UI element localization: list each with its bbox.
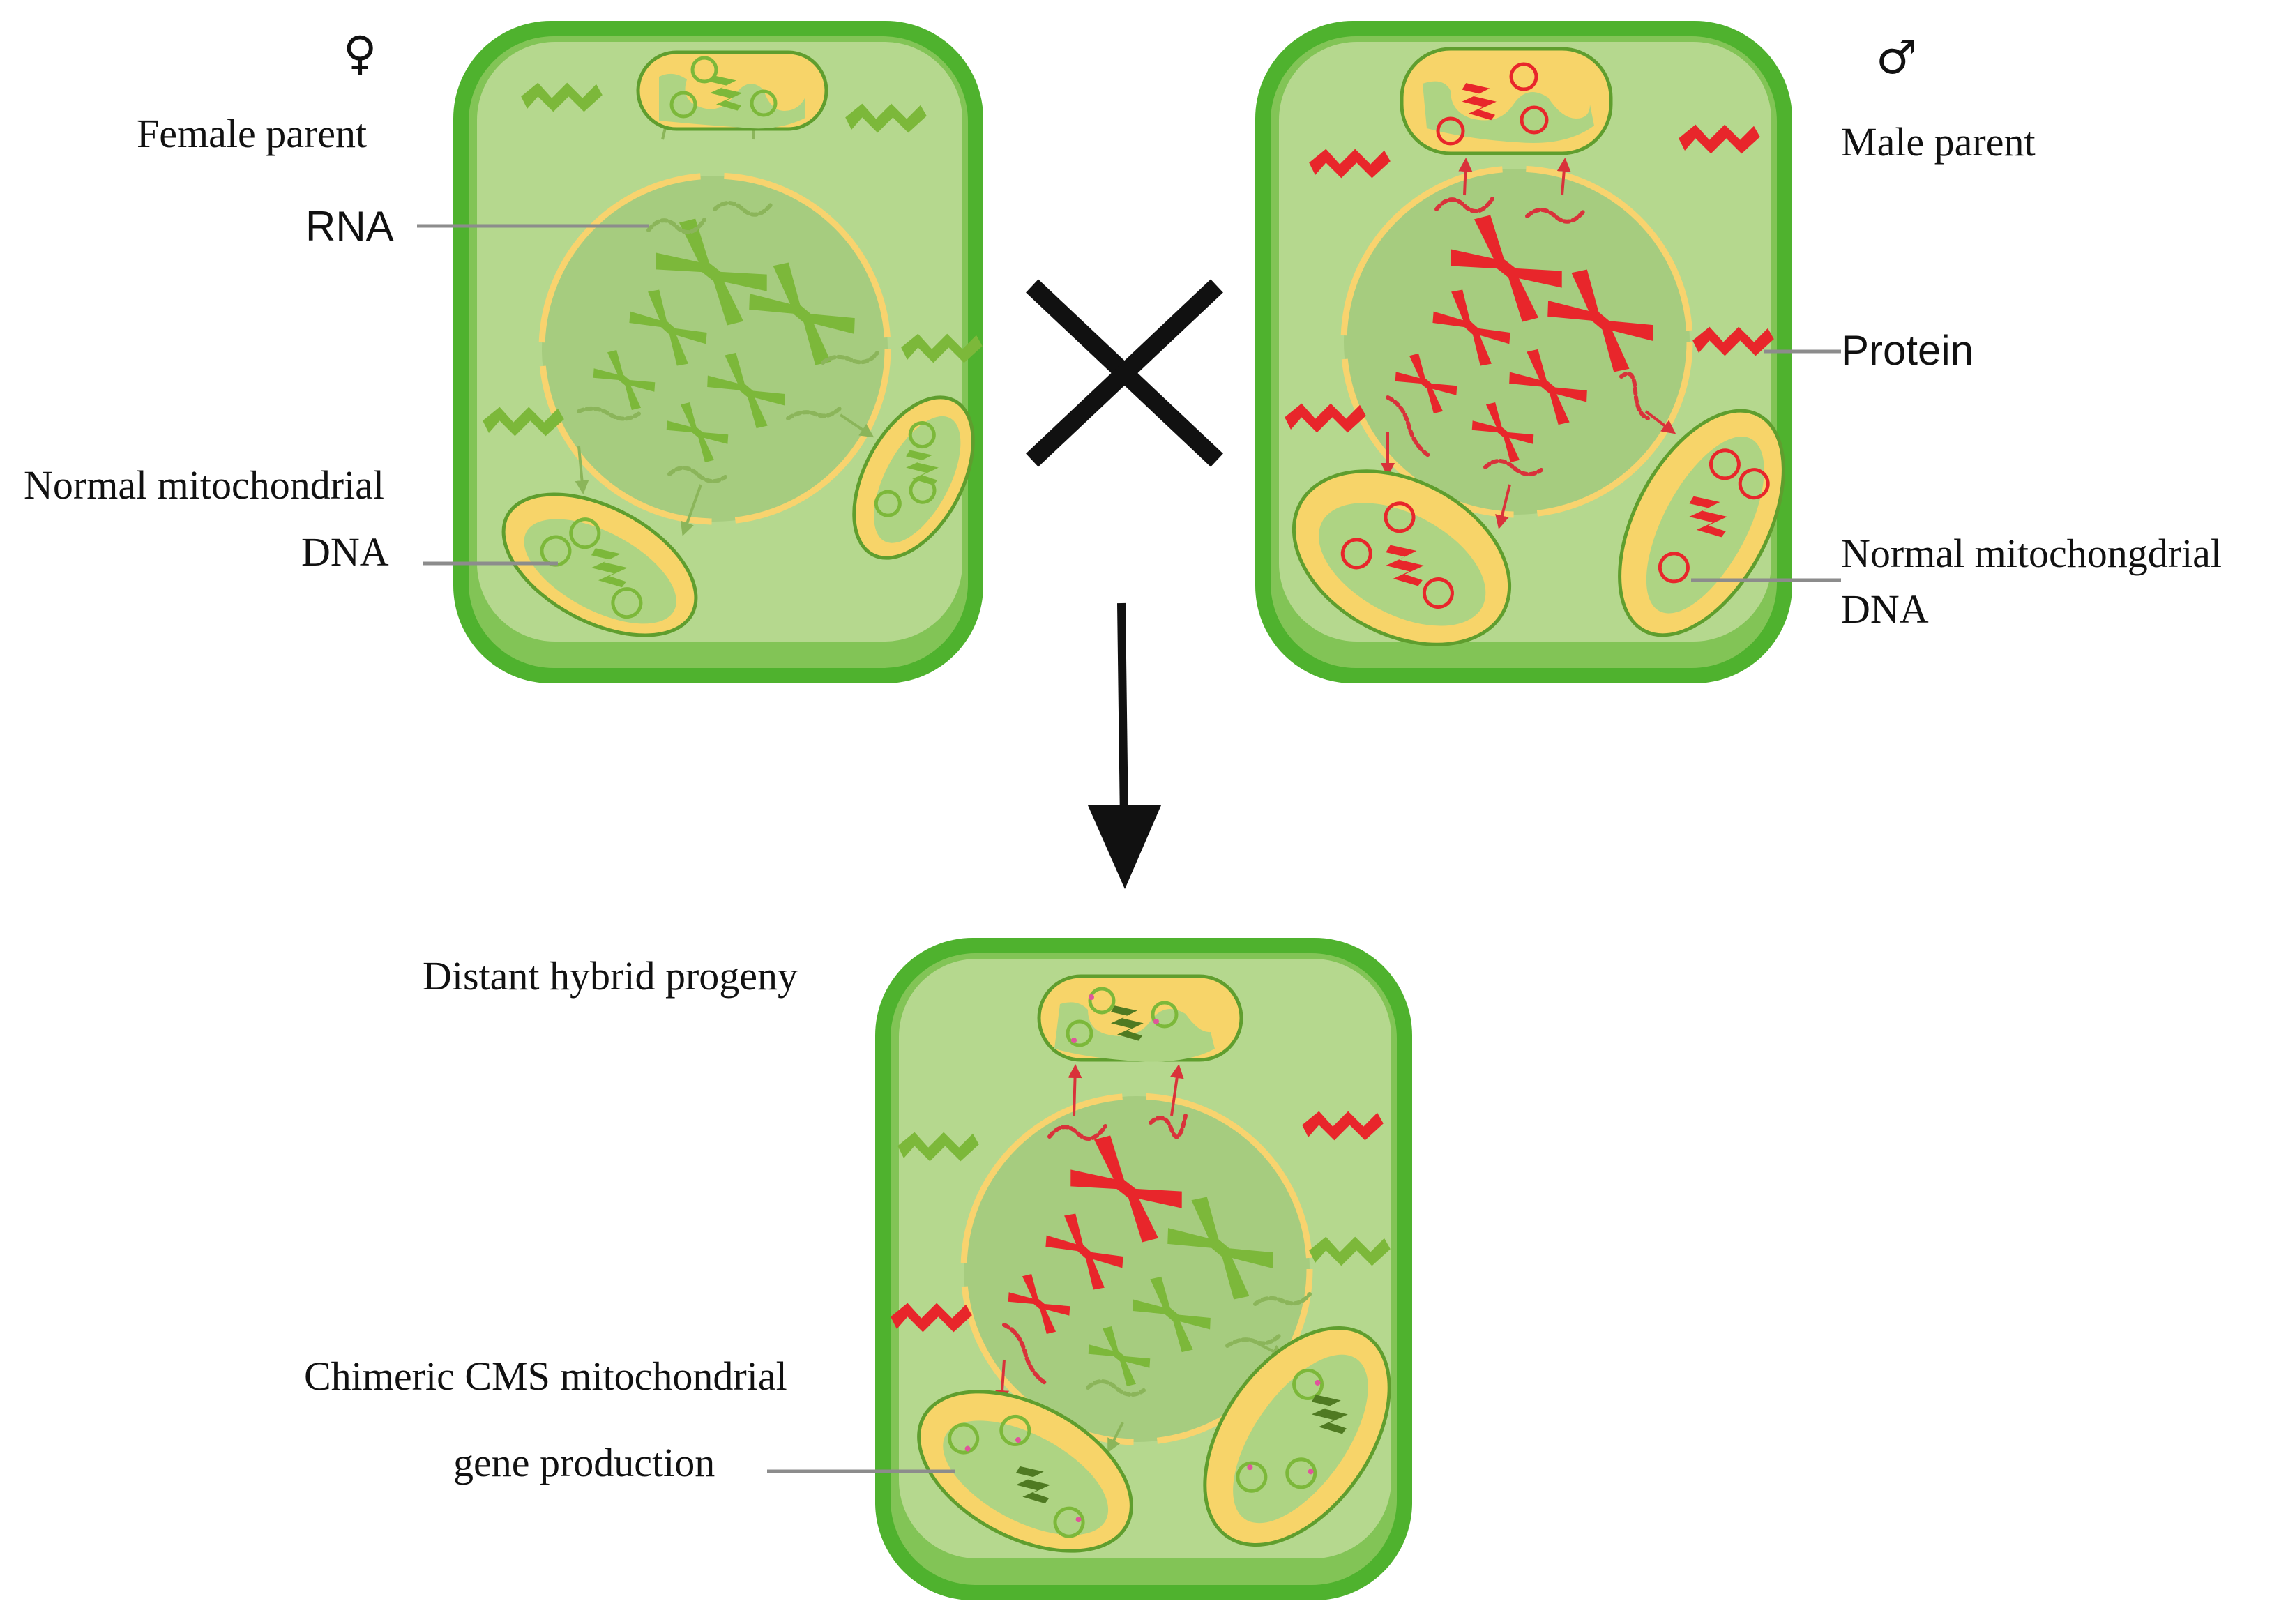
rna-label: RNA: [305, 203, 394, 250]
male-symbol: ♂: [1876, 31, 1918, 84]
female-cell: [453, 21, 983, 683]
male-cell: [1255, 21, 1792, 683]
female-parent-label: Female parent: [137, 111, 368, 156]
hybrid-cell: [875, 938, 1412, 1600]
normal-mito-dna-left-label-line1: Normal mitochondrial: [24, 462, 385, 508]
normal-mito-dna-right-label-line2: DNA: [1841, 586, 1929, 632]
normal-mito-dna-left-label-line2: DNA: [301, 529, 389, 575]
protein-label: Protein: [1841, 327, 1974, 374]
male-parent-label: Male parent: [1841, 119, 2036, 165]
down-arrow-icon: [1088, 602, 1161, 889]
hybrid-progeny-label: Distant hybrid progeny: [423, 953, 798, 999]
chimeric-label-line1: Chimeric CMS mitochondrial: [304, 1353, 787, 1399]
chimeric-label-line2: gene production: [453, 1440, 715, 1485]
cross-mark-icon: [1026, 279, 1223, 467]
female-symbol: ♀: [343, 26, 377, 80]
normal-mito-dna-right-label-line1: Normal mitochongdrial: [1841, 531, 2222, 576]
